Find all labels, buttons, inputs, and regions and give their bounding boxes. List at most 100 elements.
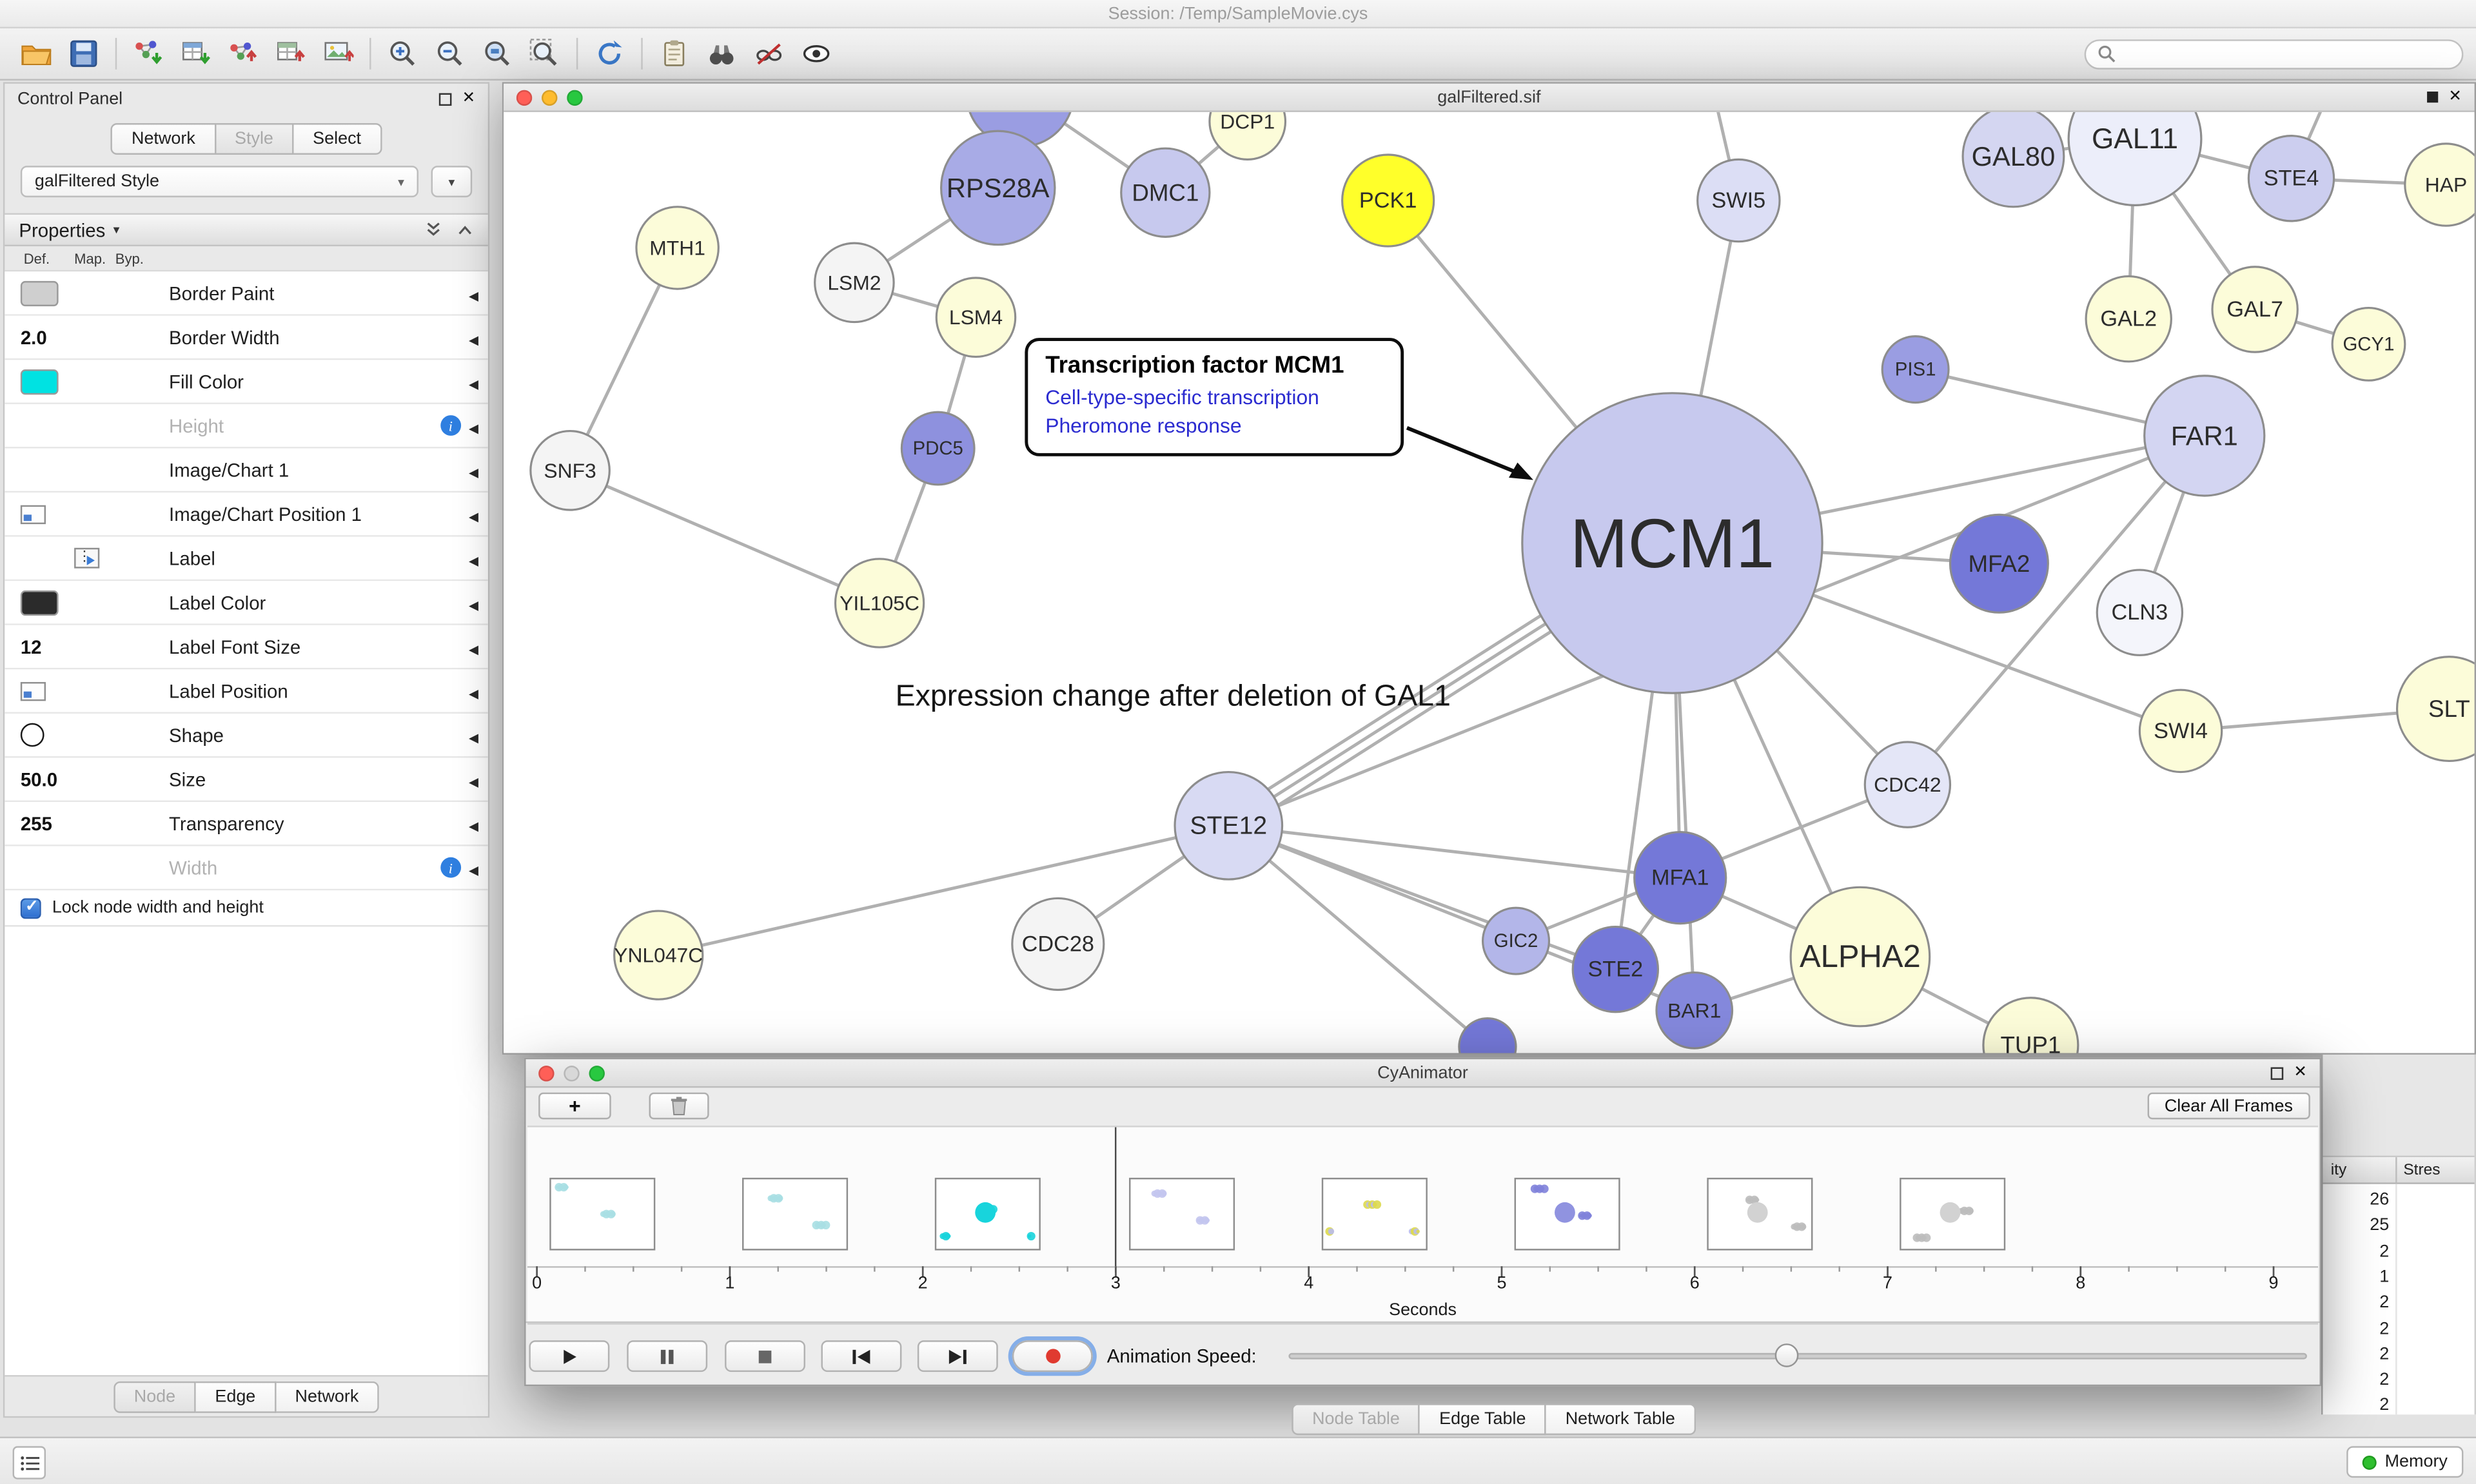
network-node-rps28a[interactable] — [940, 130, 1056, 246]
default-value-cell[interactable]: 12 — [5, 636, 74, 658]
network-node-far1[interactable] — [2143, 375, 2266, 497]
default-value-cell[interactable]: 2.0 — [5, 326, 74, 348]
zoom-traffic-light[interactable] — [589, 1064, 605, 1081]
network-edge[interactable] — [569, 469, 881, 605]
network-node-mth1[interactable] — [635, 206, 720, 290]
export-table-icon[interactable] — [267, 32, 314, 75]
expand-icon[interactable] — [457, 221, 474, 239]
network-node-cdc42[interactable] — [1863, 741, 1952, 828]
network-edge[interactable] — [658, 824, 1229, 957]
collapse-all-icon[interactable] — [425, 221, 442, 239]
default-value-cell[interactable] — [5, 504, 74, 523]
lock-size-checkbox[interactable] — [20, 897, 41, 919]
tab-select[interactable]: Select — [293, 123, 382, 155]
zoom-selected-icon[interactable] — [521, 32, 568, 75]
property-row-border-paint[interactable]: Border Paint — [5, 271, 488, 316]
table-cell-value[interactable]: 2 — [2379, 1345, 2390, 1364]
show-all-icon[interactable] — [792, 32, 840, 75]
minimize-traffic-light[interactable] — [564, 1064, 580, 1081]
network-node-ynl047c[interactable] — [613, 910, 704, 1001]
next-frame-button[interactable] — [917, 1340, 998, 1372]
expand-arrow-icon[interactable] — [469, 632, 478, 661]
delete-frame-button[interactable] — [649, 1092, 709, 1120]
close-window-icon[interactable]: ✕ — [2294, 1063, 2307, 1081]
previous-frame-button[interactable] — [821, 1340, 902, 1372]
ellipse-shape-icon[interactable] — [20, 723, 44, 747]
console-button[interactable] — [12, 1446, 46, 1479]
table-tab-network-table[interactable]: Network Table — [1546, 1403, 1696, 1436]
table-tab-edge-table[interactable]: Edge Table — [1420, 1403, 1547, 1436]
animation-speed-slider[interactable] — [1288, 1340, 2307, 1372]
network-node-mfa1[interactable] — [1633, 831, 1727, 925]
frame-thumbnail-2[interactable] — [935, 1177, 1041, 1251]
network-edge[interactable] — [1227, 824, 1489, 1048]
properties-header[interactable]: Properties ▾ — [5, 213, 488, 247]
default-value-cell[interactable]: 50.0 — [5, 768, 74, 790]
table-cell-value[interactable]: 2 — [2379, 1396, 2390, 1415]
panel-tab-node[interactable]: Node — [113, 1380, 196, 1412]
expand-arrow-icon[interactable] — [469, 721, 478, 749]
network-node-gal80[interactable] — [1961, 112, 2065, 208]
frame-thumbnail-4[interactable] — [1321, 1177, 1428, 1251]
mapping-cell[interactable] — [74, 547, 115, 569]
network-node-gic2[interactable] — [1482, 906, 1551, 975]
clear-all-frames-button[interactable]: Clear All Frames — [2147, 1092, 2310, 1120]
network-edge[interactable] — [1228, 824, 1680, 880]
memory-button[interactable]: Memory — [2346, 1446, 2464, 1478]
default-value[interactable]: 50.0 — [20, 768, 58, 790]
first-neighbors-icon[interactable] — [698, 32, 745, 75]
network-node-pis1[interactable] — [1881, 335, 1950, 404]
network-node-mcm1[interactable] — [1521, 392, 1823, 694]
cyanimator-titlebar[interactable]: CyAnimator ✕ — [526, 1059, 2320, 1088]
color-swatch[interactable] — [20, 280, 59, 306]
network-node-pdc5[interactable] — [900, 411, 976, 486]
property-row-label-position[interactable]: Label Position — [5, 669, 488, 714]
property-row-label-color[interactable]: Label Color — [5, 581, 488, 625]
network-node-yil105c[interactable] — [834, 558, 925, 649]
network-node-hap[interactable] — [2404, 142, 2475, 227]
slider-thumb[interactable] — [1774, 1343, 1799, 1367]
position-widget-icon[interactable] — [20, 504, 46, 523]
play-button[interactable] — [529, 1340, 610, 1372]
refresh-view-icon[interactable] — [586, 32, 633, 75]
network-node-slt[interactable] — [2395, 656, 2475, 762]
property-row-image-chart-1[interactable]: Image/Chart 1 — [5, 448, 488, 493]
default-value[interactable]: 2.0 — [20, 326, 47, 349]
expand-arrow-icon[interactable] — [469, 323, 478, 351]
table-cell-value[interactable]: 1 — [2379, 1267, 2390, 1287]
tab-network[interactable]: Network — [111, 123, 216, 155]
network-node-bar1[interactable] — [1655, 971, 1734, 1050]
default-value[interactable]: 255 — [20, 812, 52, 835]
annotation-link[interactable]: Cell-type-specific transcription — [1045, 385, 1319, 409]
zoom-traffic-light[interactable] — [567, 89, 583, 105]
network-node-alpha2[interactable] — [1789, 886, 1931, 1028]
export-network-icon[interactable] — [219, 32, 266, 75]
expand-arrow-icon[interactable] — [469, 456, 478, 484]
panel-tab-edge[interactable]: Edge — [195, 1380, 277, 1412]
table-cell-value[interactable]: 2 — [2379, 1370, 2390, 1390]
column-header-stres[interactable]: Stres — [2403, 1161, 2441, 1179]
network-node-cln3[interactable] — [2096, 569, 2184, 656]
annotation-box[interactable]: Transcription factor MCM1 Cell-type-spec… — [1025, 338, 1404, 456]
tab-style[interactable]: Style — [215, 123, 294, 155]
expand-arrow-icon[interactable] — [469, 411, 478, 440]
info-icon[interactable]: i — [440, 857, 461, 878]
table-tab-node-table[interactable]: Node Table — [1292, 1403, 1420, 1436]
default-value-cell[interactable]: 255 — [5, 812, 74, 834]
import-table-icon[interactable] — [172, 32, 219, 75]
default-value-cell[interactable] — [5, 681, 74, 701]
zoom-fit-icon[interactable] — [474, 32, 521, 75]
property-row-fill-color[interactable]: Fill Color — [5, 360, 488, 404]
clipboard-icon[interactable] — [651, 32, 698, 75]
frame-thumbnail-5[interactable] — [1514, 1177, 1620, 1251]
network-node-pck1[interactable] — [1341, 153, 1435, 248]
network-node-gcy1[interactable] — [2331, 306, 2406, 382]
network-node-dmc1[interactable] — [1120, 147, 1211, 238]
zoom-in-icon[interactable] — [379, 32, 426, 75]
stop-button[interactable] — [725, 1340, 805, 1372]
